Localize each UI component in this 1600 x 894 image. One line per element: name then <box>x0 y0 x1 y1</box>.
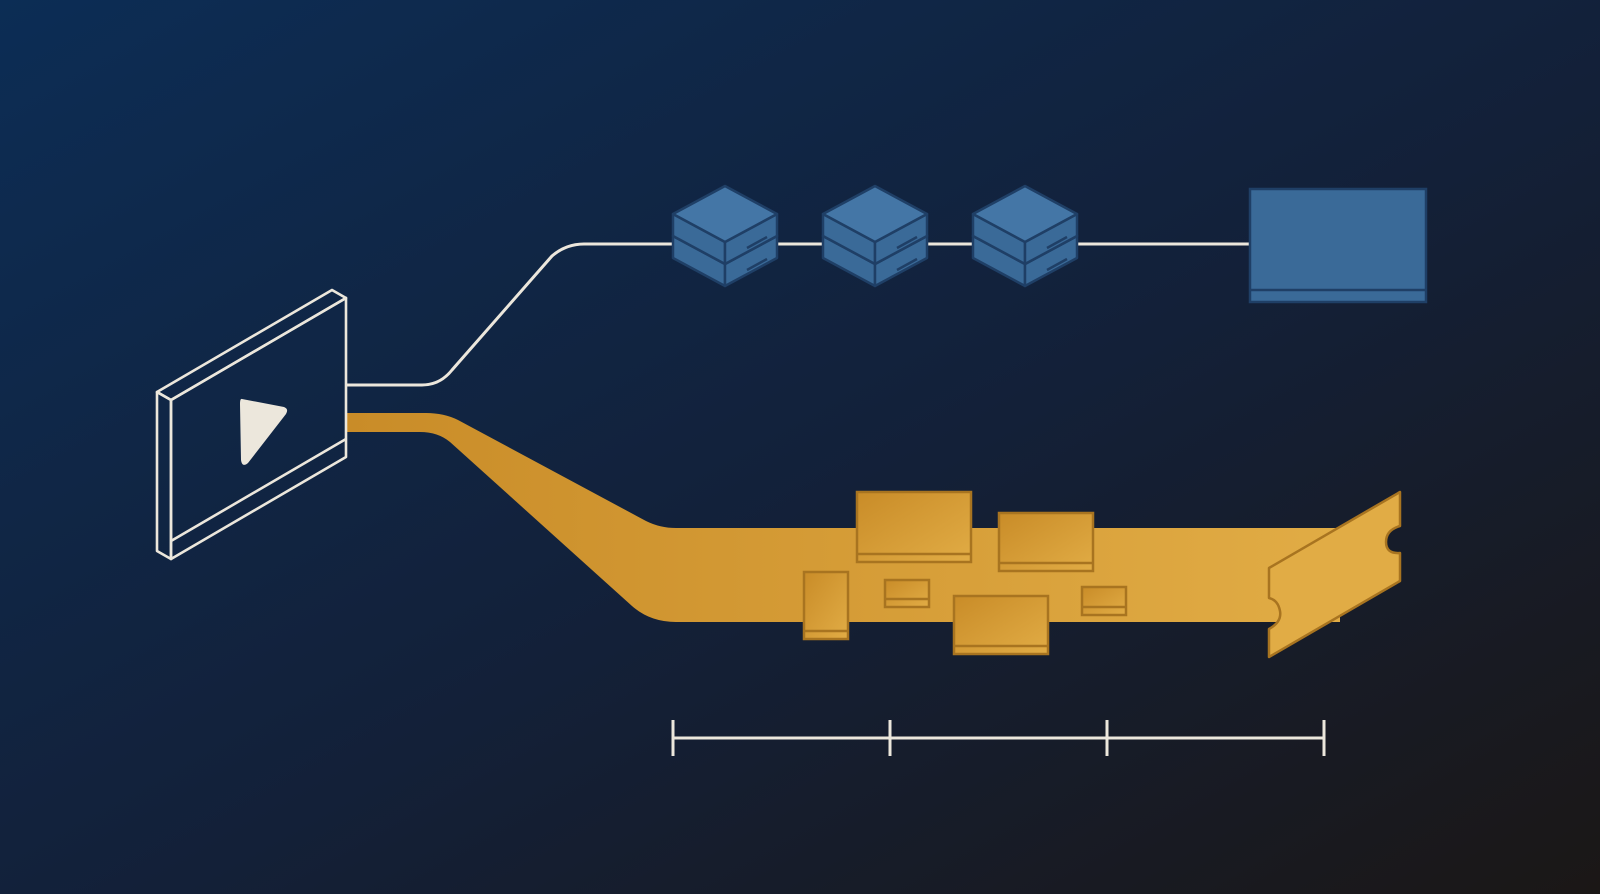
server-stack-icon <box>971 184 1079 288</box>
thumbnail-card-icon <box>952 594 1050 656</box>
ticket-icon <box>1267 490 1402 659</box>
server-stack-icon <box>821 184 929 288</box>
video-player-icon <box>155 288 348 561</box>
thumbnail-card-icon <box>802 570 850 641</box>
thumbnail-card-icon <box>997 511 1095 573</box>
play-triangle-icon <box>240 398 288 465</box>
thumbnail-cards <box>802 490 1128 656</box>
thumbnail-card-icon <box>1080 585 1128 617</box>
server-stack-icon <box>671 184 779 288</box>
thumbnail-card-icon <box>855 490 973 564</box>
display-panel-icon <box>1248 187 1428 304</box>
thumbnail-card-icon <box>883 578 931 609</box>
timeline-scale <box>671 720 1326 756</box>
server-stacks <box>671 184 1079 288</box>
